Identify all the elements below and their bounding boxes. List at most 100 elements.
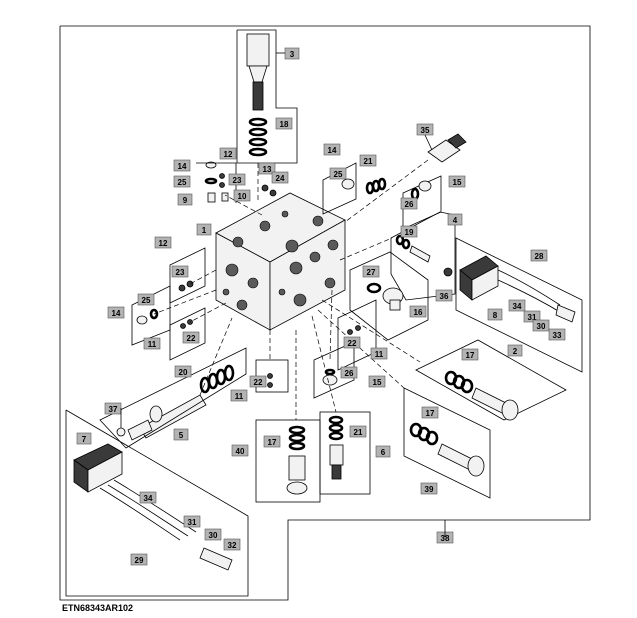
- svg-text:6: 6: [381, 448, 386, 457]
- figure-id: ETN68343AR102: [62, 603, 133, 613]
- svg-text:25: 25: [334, 170, 343, 179]
- callout-21-lower: 21: [349, 425, 367, 438]
- plug-16: [382, 287, 404, 311]
- callout-22-center: 22: [249, 375, 267, 388]
- svg-text:3: 3: [290, 50, 295, 59]
- svg-text:12: 12: [159, 239, 168, 248]
- callout-14-left: 14: [173, 159, 191, 172]
- needle-valve-19: [395, 234, 453, 277]
- svg-text:33: 33: [553, 331, 562, 340]
- callout-34-right: 34: [508, 299, 526, 312]
- svg-text:32: 32: [228, 541, 237, 550]
- callout-31-right: 31: [523, 310, 541, 323]
- svg-text:21: 21: [354, 428, 363, 437]
- svg-text:26: 26: [405, 200, 414, 209]
- svg-text:34: 34: [513, 302, 522, 311]
- callout-6: 6: [375, 445, 391, 458]
- callout-12-left: 12: [154, 236, 172, 249]
- callout-24: 24: [271, 171, 289, 184]
- callout-19: 19: [400, 225, 418, 238]
- callout-17-right: 17: [461, 348, 479, 361]
- svg-text:28: 28: [535, 252, 544, 261]
- svg-text:11: 11: [148, 340, 157, 349]
- svg-text:7: 7: [82, 435, 87, 444]
- callout-25-top: 25: [329, 167, 347, 180]
- callout-22-left: 22: [182, 331, 200, 344]
- svg-text:15: 15: [373, 378, 382, 387]
- callout-22-right: 22: [343, 336, 361, 349]
- callout-15-top: 15: [448, 175, 466, 188]
- callout-1: 1: [196, 223, 212, 236]
- svg-text:34: 34: [144, 494, 153, 503]
- svg-text:35: 35: [421, 126, 430, 135]
- callout-13: 13: [258, 162, 276, 175]
- callout-30-left: 30: [204, 528, 222, 541]
- cartridge-valve-6: [328, 415, 344, 480]
- callout-32: 32: [223, 538, 241, 551]
- callout-16: 16: [409, 305, 427, 318]
- svg-text:11: 11: [375, 350, 384, 359]
- svg-text:14: 14: [178, 162, 187, 171]
- callout-25-left2: 25: [137, 293, 155, 306]
- svg-text:23: 23: [176, 268, 185, 277]
- cartridge-valve-5: [127, 364, 235, 441]
- callout-26-center: 26: [340, 366, 358, 379]
- callout-33: 33: [548, 328, 566, 341]
- solenoid-coil-7: [73, 443, 123, 493]
- callout-40: 40: [231, 444, 249, 457]
- svg-text:20: 20: [179, 368, 188, 377]
- svg-text:36: 36: [440, 292, 449, 301]
- svg-text:23: 23: [233, 176, 242, 185]
- callout-28: 28: [530, 249, 548, 262]
- svg-text:39: 39: [425, 485, 434, 494]
- callout-8: 8: [487, 308, 503, 321]
- callout-36: 36: [435, 289, 453, 302]
- svg-text:19: 19: [405, 228, 414, 237]
- harness-29: [99, 479, 233, 571]
- cartridge-valve-40: [286, 425, 308, 495]
- svg-text:17: 17: [268, 438, 277, 447]
- svg-text:9: 9: [183, 196, 188, 205]
- callout-34-left: 34: [139, 491, 157, 504]
- callout-11-center: 11: [230, 389, 248, 402]
- svg-text:21: 21: [364, 157, 373, 166]
- callout-2: 2: [507, 344, 523, 357]
- callout-20: 20: [174, 365, 192, 378]
- callout-3: 3: [284, 47, 300, 60]
- svg-text:25: 25: [178, 178, 187, 187]
- callout-39: 39: [420, 482, 438, 495]
- svg-text:13: 13: [263, 165, 272, 174]
- callout-11-right: 11: [370, 347, 388, 360]
- svg-text:1: 1: [202, 226, 207, 235]
- svg-text:10: 10: [238, 192, 247, 201]
- svg-text:22: 22: [348, 339, 357, 348]
- small-parts-top-left: [204, 161, 229, 203]
- svg-text:12: 12: [224, 150, 233, 159]
- assembly-frame: [59, 25, 591, 601]
- callout-10: 10: [233, 189, 251, 202]
- svg-text:18: 18: [280, 120, 289, 129]
- svg-text:40: 40: [236, 447, 245, 456]
- svg-text:31: 31: [188, 518, 197, 527]
- valve-block: [215, 192, 346, 331]
- svg-text:22: 22: [254, 378, 263, 387]
- relief-valve: [246, 33, 270, 157]
- callout-30-right: 30: [532, 319, 550, 332]
- svg-text:38: 38: [441, 534, 450, 543]
- callout-21-top: 21: [359, 154, 377, 167]
- svg-text:11: 11: [235, 392, 244, 401]
- solenoid-coil-8: [459, 255, 576, 323]
- callout-15-center: 15: [368, 375, 386, 388]
- svg-text:31: 31: [528, 313, 537, 322]
- svg-text:27: 27: [367, 268, 376, 277]
- svg-text:25: 25: [142, 296, 151, 305]
- svg-text:8: 8: [493, 311, 498, 320]
- callout-23-top: 23: [228, 173, 246, 186]
- callout-23-left: 23: [171, 265, 189, 278]
- callout-11-left: 11: [143, 337, 161, 350]
- svg-text:15: 15: [453, 178, 462, 187]
- callout-31-left: 31: [183, 515, 201, 528]
- callout-17-center: 17: [263, 435, 281, 448]
- callout-4: 4: [447, 213, 463, 226]
